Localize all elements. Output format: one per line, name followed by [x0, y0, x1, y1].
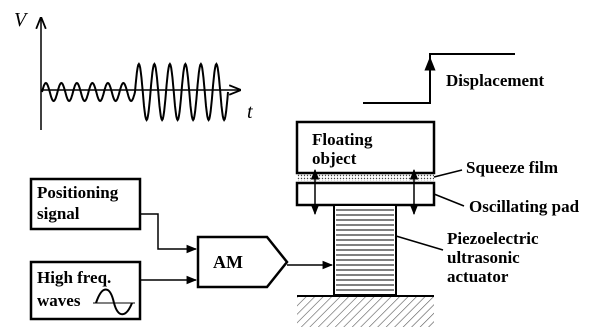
am-modulator: AM: [196, 235, 289, 289]
signal-connectors: [140, 213, 334, 285]
positioning-to-am-line: [140, 213, 198, 254]
displacement-label: Displacement: [446, 71, 545, 90]
displacement-indicator: Displacement: [363, 53, 545, 104]
positioning-signal-box: Positioning signal: [29, 177, 142, 231]
actuator-pointer: [395, 235, 444, 251]
actuator-layers: [336, 209, 394, 291]
oscillating-pad-pointer: [433, 193, 465, 207]
squeeze-film-label: Squeeze film: [466, 158, 558, 177]
am-label: AM: [213, 252, 243, 272]
x-axis-label: t: [247, 101, 253, 123]
actuator-label-line3: actuator: [447, 267, 509, 286]
squeeze-film: Squeeze film: [297, 158, 558, 181]
highfreq-label-line1: High freq.: [37, 268, 111, 287]
positioning-label-line2: signal: [37, 204, 80, 223]
floating-object-label-line2: object: [312, 149, 357, 168]
actuator-label-line2: ultrasonic: [447, 248, 520, 267]
base-ground: [297, 295, 434, 327]
floating-object-label-line1: Floating: [312, 130, 373, 149]
actuator-label-line1: Piezoelectric: [447, 229, 539, 248]
floating-object: Floating object: [295, 120, 436, 175]
highfreq-label-line2: waves: [37, 291, 81, 310]
oscillating-pad-label: Oscillating pad: [469, 197, 580, 216]
piezo-actuator: Piezoelectric ultrasonic actuator: [333, 204, 539, 296]
high-freq-waves-box: High freq. waves: [29, 260, 142, 321]
waveform-plot: V t: [14, 9, 253, 130]
y-axis-label: V: [14, 9, 29, 31]
squeeze-film-pointer: [433, 169, 463, 178]
oscillating-pad: Oscillating pad: [295, 181, 580, 216]
am-waveform-curve: [41, 62, 229, 122]
vibration-arrows: [310, 168, 419, 216]
positioning-label-line1: Positioning: [37, 183, 119, 202]
